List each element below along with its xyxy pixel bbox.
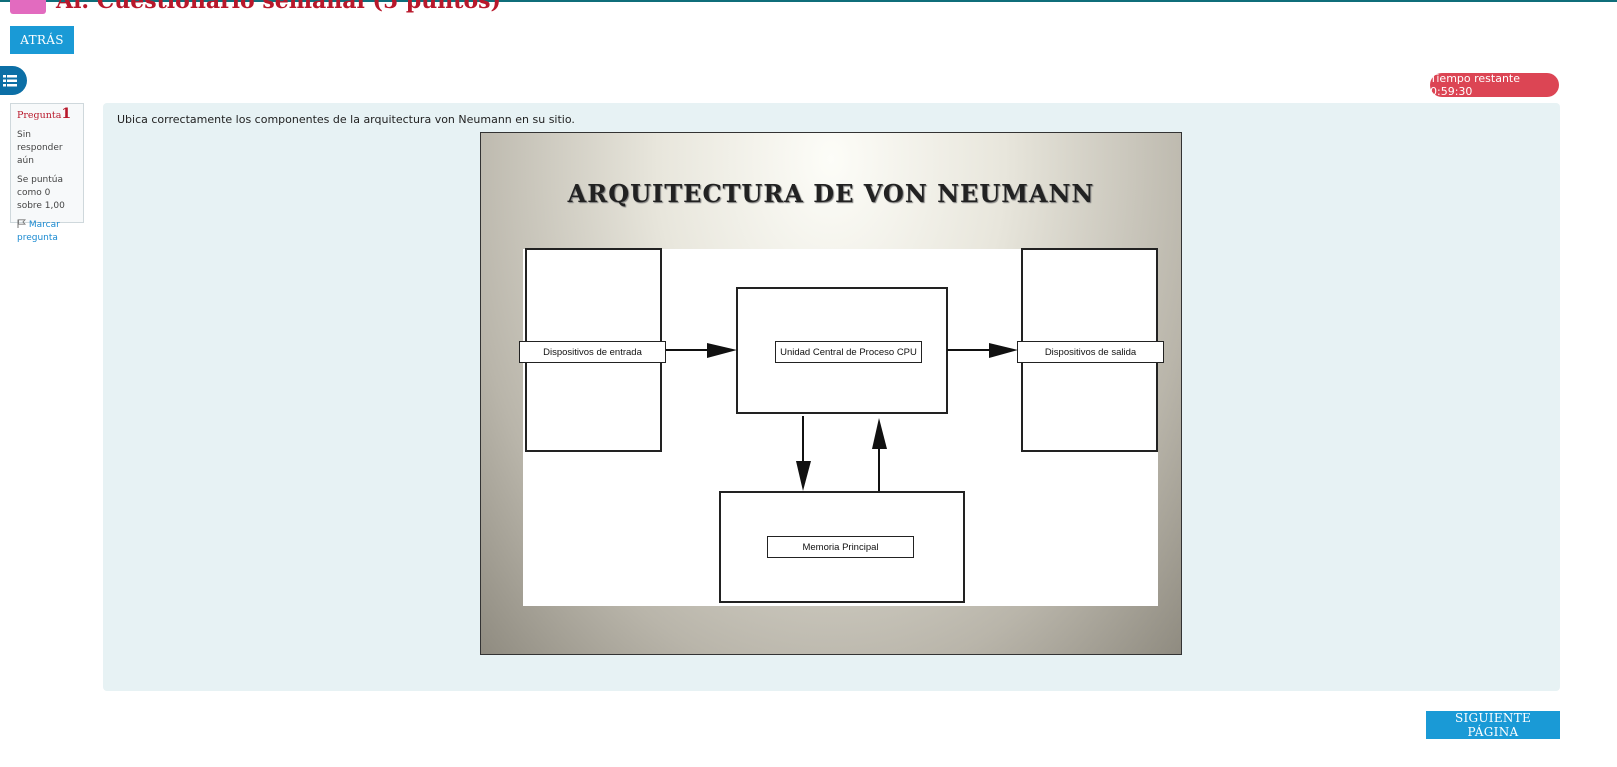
- question-grade: Se puntúa como 0 sobre 1,00: [17, 175, 65, 211]
- quiz-navigation-toggle[interactable]: [0, 66, 27, 95]
- drag-item-cpu[interactable]: Unidad Central de Proceso CPU: [775, 341, 922, 363]
- diagram-title: ARQUITECTURA DE VON NEUMANN: [567, 179, 1095, 208]
- question-status: Sin responder aún: [17, 130, 63, 166]
- flag-icon: [17, 219, 27, 228]
- question-number: Pregunta1: [17, 106, 77, 123]
- memory-box: [719, 491, 965, 603]
- flag-question-link[interactable]: Marcar pregunta: [17, 219, 77, 245]
- activity-badge: [10, 0, 46, 14]
- drag-item-main-memory[interactable]: Memoria Principal: [767, 536, 914, 558]
- page-title: Ai. Cuestionario semanal (5 puntos): [10, 0, 501, 14]
- question-info: Pregunta1 Sin responder aún Se puntúa co…: [10, 103, 84, 243]
- drag-item-input-devices[interactable]: Dispositivos de entrada: [519, 341, 666, 363]
- page-title-text: Ai. Cuestionario semanal (5 puntos): [56, 0, 501, 14]
- back-button[interactable]: ATRÁS: [10, 26, 74, 54]
- drag-drop-diagram: ARQUITECTURA DE VON NEUMANN Dispositivos…: [480, 132, 1182, 655]
- question-text: Ubica correctamente los componentes de l…: [117, 113, 575, 126]
- next-page-button[interactable]: SIGUIENTE PÁGINA: [1426, 711, 1560, 739]
- drag-item-output-devices[interactable]: Dispositivos de salida: [1017, 341, 1164, 363]
- list-icon: [2, 74, 17, 86]
- time-remaining-badge: Tiempo restante 0:59:30: [1430, 72, 1559, 98]
- flag-question-label: Marcar pregunta: [17, 220, 60, 243]
- question-number-value: 1: [61, 106, 72, 122]
- top-border: [0, 0, 1617, 2]
- question-label: Pregunta: [17, 110, 62, 121]
- diagram-lines: [525, 248, 1158, 603]
